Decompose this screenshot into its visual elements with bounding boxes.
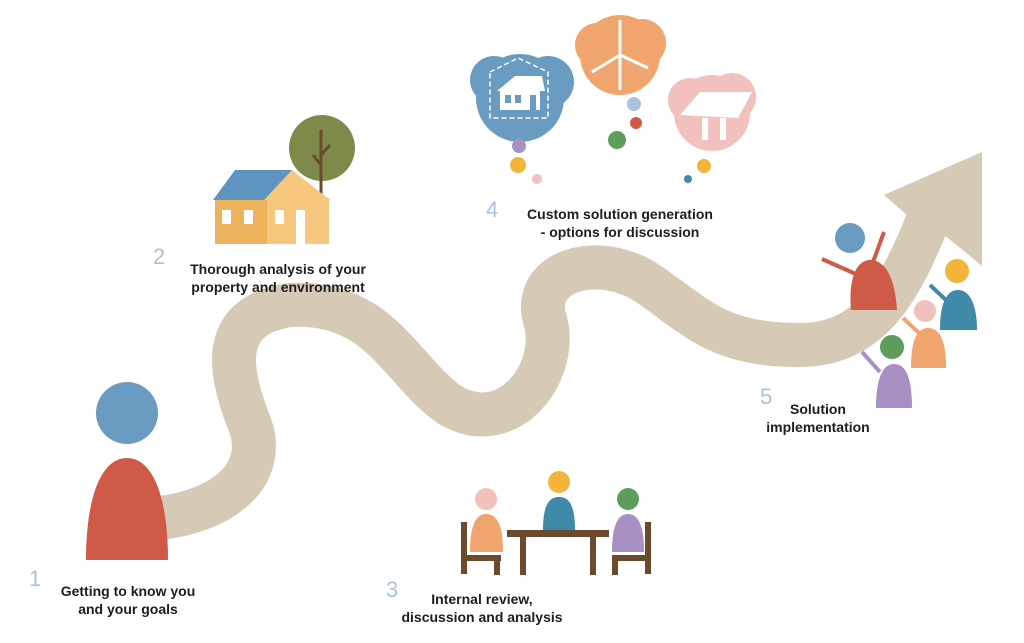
solar-panel-bubble-icon (668, 73, 756, 183)
step-1-number: 1 (29, 566, 42, 591)
wind-turbine-bubble-icon (575, 15, 666, 149)
step-5-line-2: implementation (766, 419, 870, 435)
step-2-label: Thorough analysis of your property and e… (172, 260, 384, 296)
step-5-label: Solution implementation (758, 400, 878, 436)
step-2-number: 2 (153, 244, 166, 269)
step-1-line-2: and your goals (78, 601, 178, 617)
step-4-line-2: - options for discussion (540, 224, 700, 240)
step-5-number: 5 (760, 384, 773, 409)
step-4-number: 4 (486, 197, 499, 222)
step-3-label: Internal review, discussion and analysis (393, 590, 571, 626)
step-3-line-1: Internal review, (431, 591, 533, 607)
step-2-line-1: Thorough analysis of your (190, 261, 366, 277)
step-3-line-2: discussion and analysis (401, 609, 563, 625)
step-4-label: Custom solution generation - options for… (510, 205, 730, 241)
arrow-head-icon (884, 152, 982, 266)
step-2-line-2: property and environment (191, 279, 365, 295)
step-5-line-1: Solution (790, 401, 846, 417)
step-3-number: 3 (386, 577, 399, 602)
step-1-line-1: Getting to know you (60, 583, 196, 599)
person-icon (86, 382, 168, 560)
house-bubble-icon (470, 54, 574, 184)
step-1-label: Getting to know you and your goals (48, 582, 208, 618)
celebrating-people-icon (821, 223, 977, 408)
house-icon (213, 170, 330, 244)
journey-path (138, 211, 949, 542)
tree-icon (289, 115, 355, 196)
table-meeting-icon (461, 471, 651, 575)
step-4-line-1: Custom solution generation (527, 206, 713, 222)
